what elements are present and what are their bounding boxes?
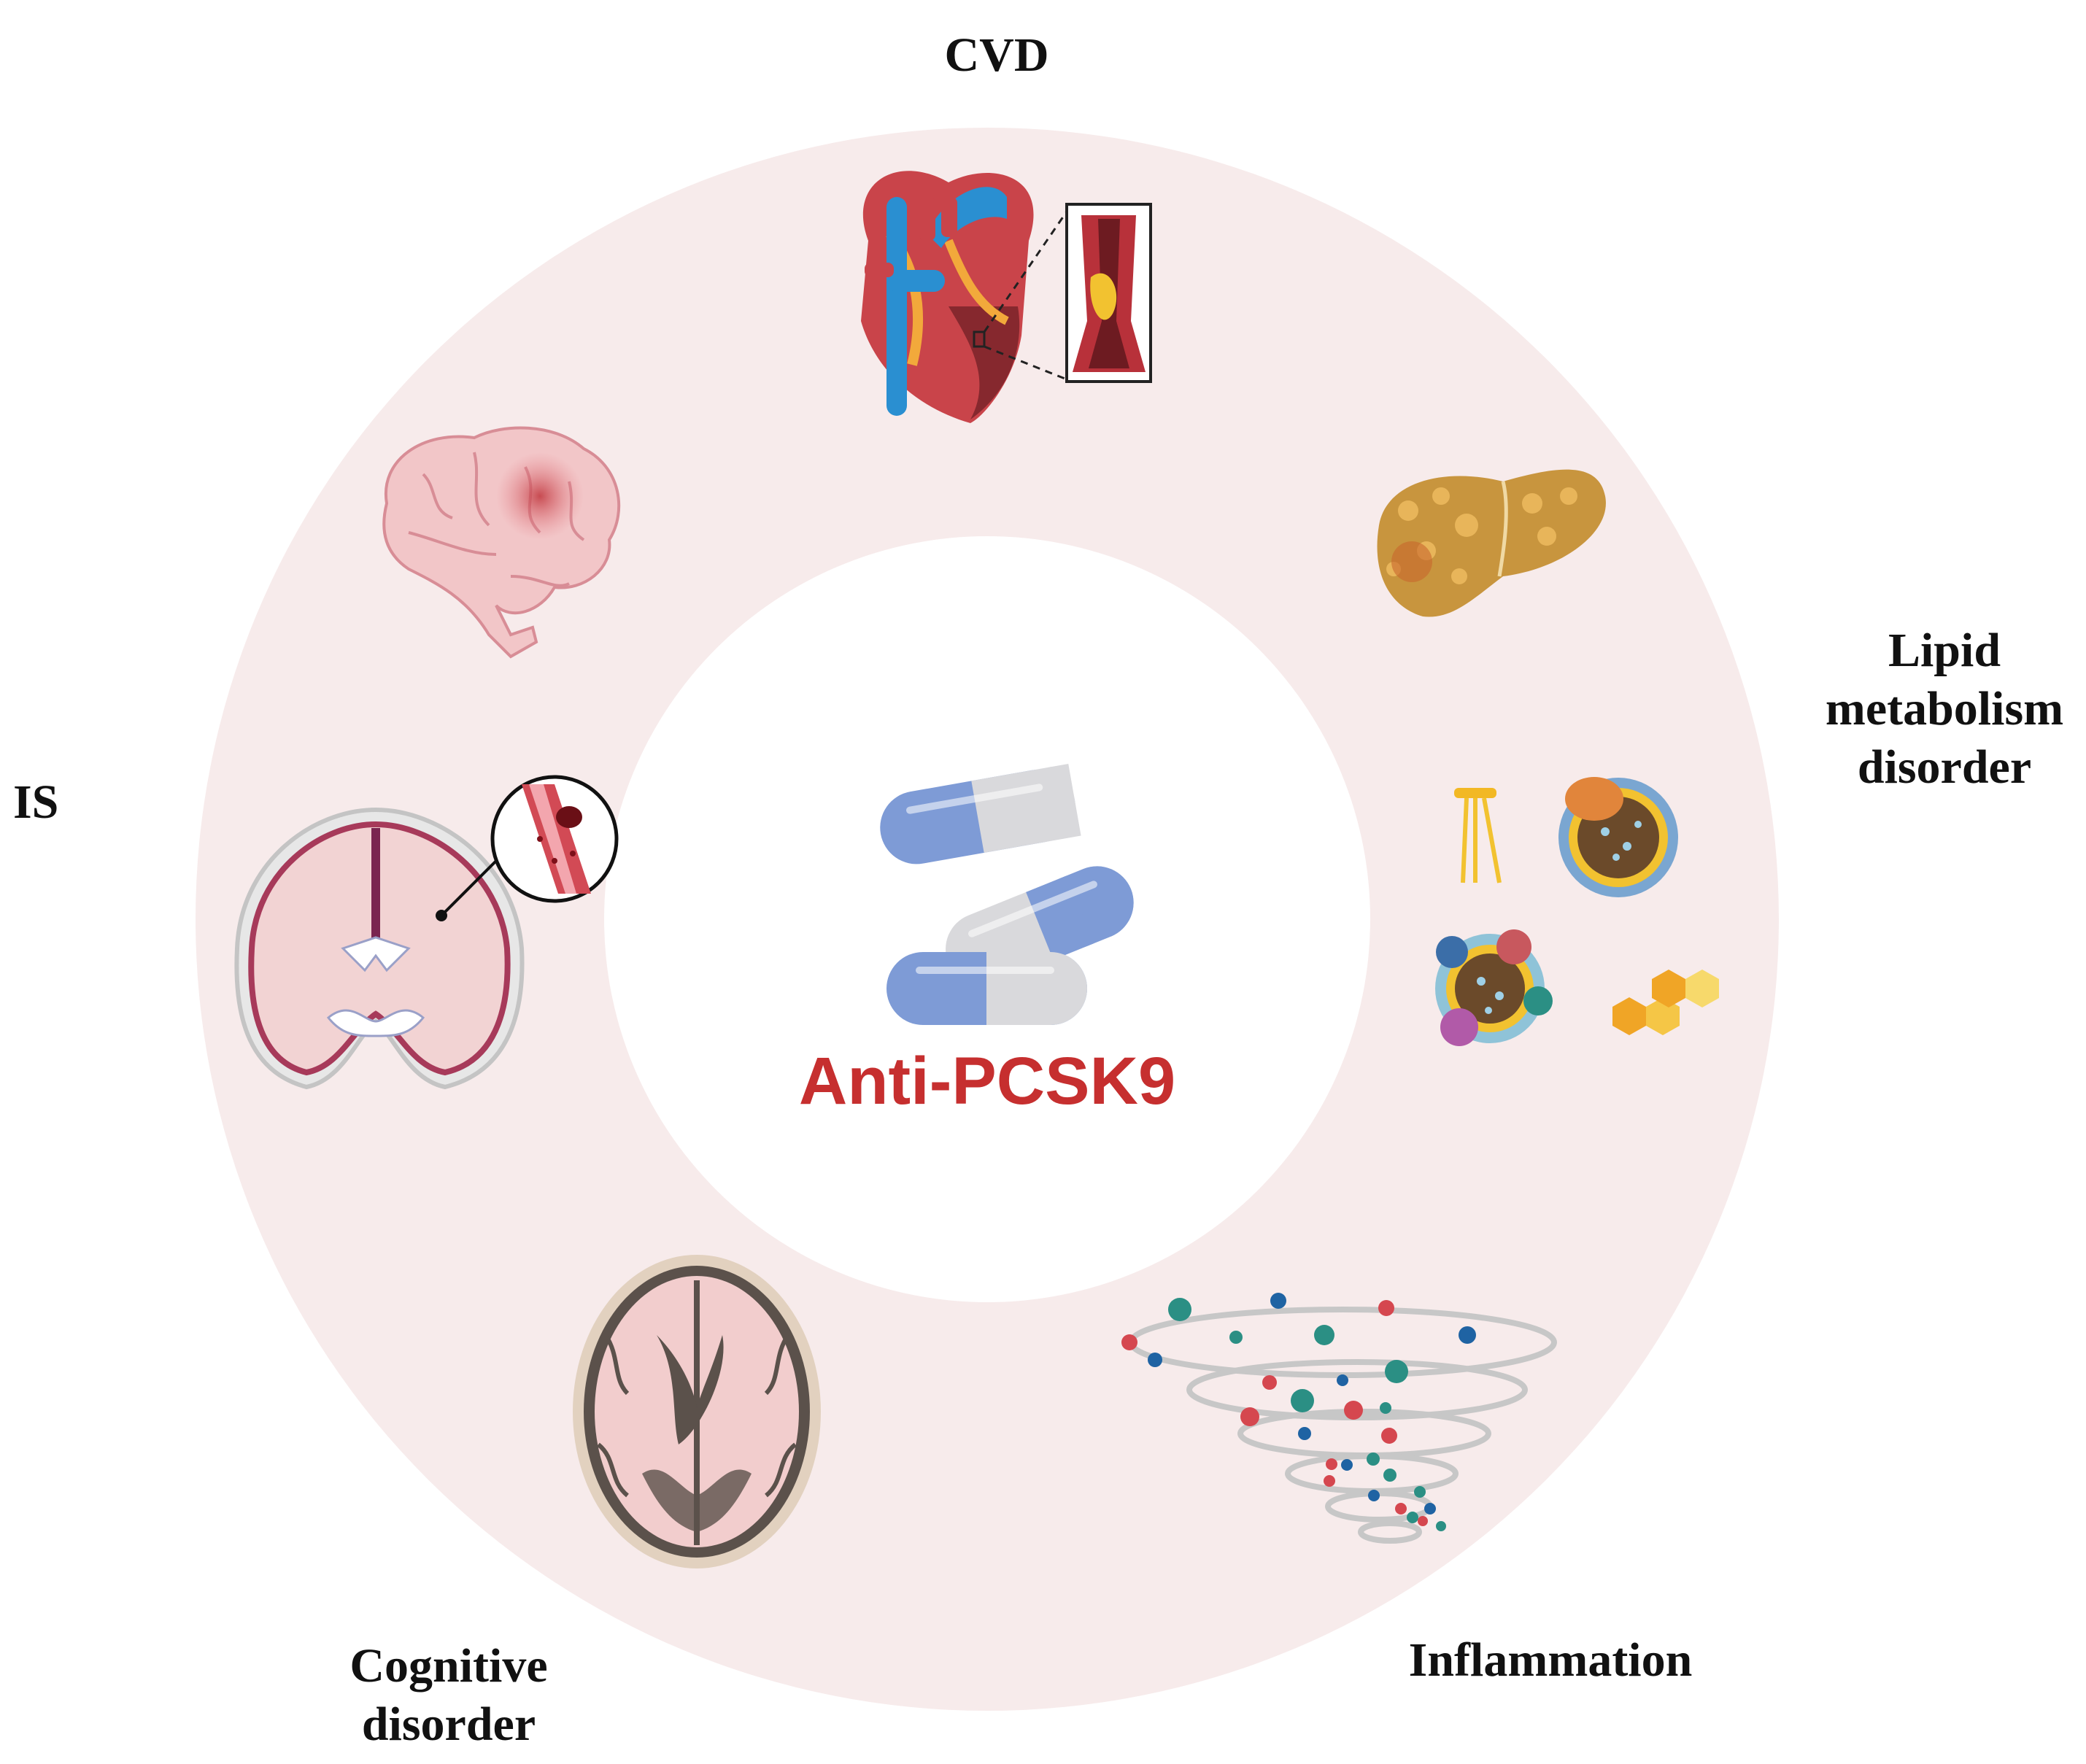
label-cognitive-line2: disorder <box>361 1698 536 1751</box>
center-title: Anti-PCSK9 <box>798 1044 1176 1118</box>
phospholipid-icon <box>1454 788 1502 883</box>
label-is: IS <box>13 775 59 829</box>
capsule-pills-icon <box>880 763 1134 1025</box>
lipoprotein-particle-icon <box>1558 777 1678 897</box>
inflammation-cells <box>1121 1293 1476 1531</box>
label-cognitive-line1: Cognitive <box>349 1639 548 1693</box>
label-inflammation: Inflammation <box>1408 1633 1693 1687</box>
label-lipid-line3: disorder <box>1857 740 2032 794</box>
label-cvd: CVD <box>944 28 1049 82</box>
label-lipid-line2: metabolism <box>1825 682 2064 735</box>
heart-with-artery-icon <box>861 171 1152 423</box>
label-cognitive-disorder: Cognitive disorder <box>321 1637 576 1754</box>
atrophic-brain-section-icon <box>573 1255 821 1568</box>
lipoprotein-particle-small-icon <box>1435 929 1553 1046</box>
brain-coronal-section-clot-icon <box>234 775 619 1090</box>
cholesterol-rings-icon <box>1612 970 1719 1035</box>
fatty-liver-icon <box>1377 469 1606 617</box>
label-lipid-line1: Lipid <box>1888 624 2001 677</box>
brain-lesion-icon <box>382 426 621 659</box>
label-lipid-metabolism-disorder: Lipid metabolism disorder <box>1809 622 2079 797</box>
lipoprotein-icons <box>1435 777 1719 1046</box>
